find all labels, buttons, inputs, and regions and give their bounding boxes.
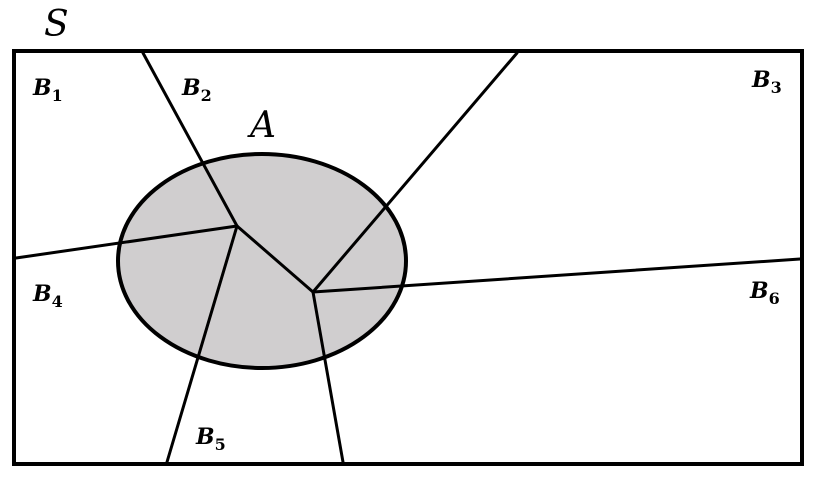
event-a-ellipse bbox=[116, 152, 408, 370]
boundary-b2-b3 bbox=[311, 51, 519, 294]
event-a-label: A bbox=[247, 105, 276, 146]
partition-label-b5: B5 bbox=[195, 424, 226, 454]
boundary-b1-b2 bbox=[141, 51, 239, 228]
partition-boundaries bbox=[14, 51, 802, 464]
sample-space-label: S bbox=[44, 4, 69, 45]
partition-label-b2: B2 bbox=[181, 75, 212, 105]
partition-label-b4: B4 bbox=[32, 281, 63, 311]
boundary-b2-center bbox=[235, 224, 315, 294]
boundary-b1-b4 bbox=[14, 224, 239, 260]
boundary-b4-b5 bbox=[165, 224, 239, 464]
boundary-b5-b6 bbox=[311, 290, 345, 464]
boundary-b3-b6 bbox=[311, 257, 802, 294]
partition-label-b6: B6 bbox=[749, 278, 780, 308]
partition-label-b3: B3 bbox=[751, 67, 782, 97]
partition-label-b1: B1 bbox=[32, 75, 63, 105]
